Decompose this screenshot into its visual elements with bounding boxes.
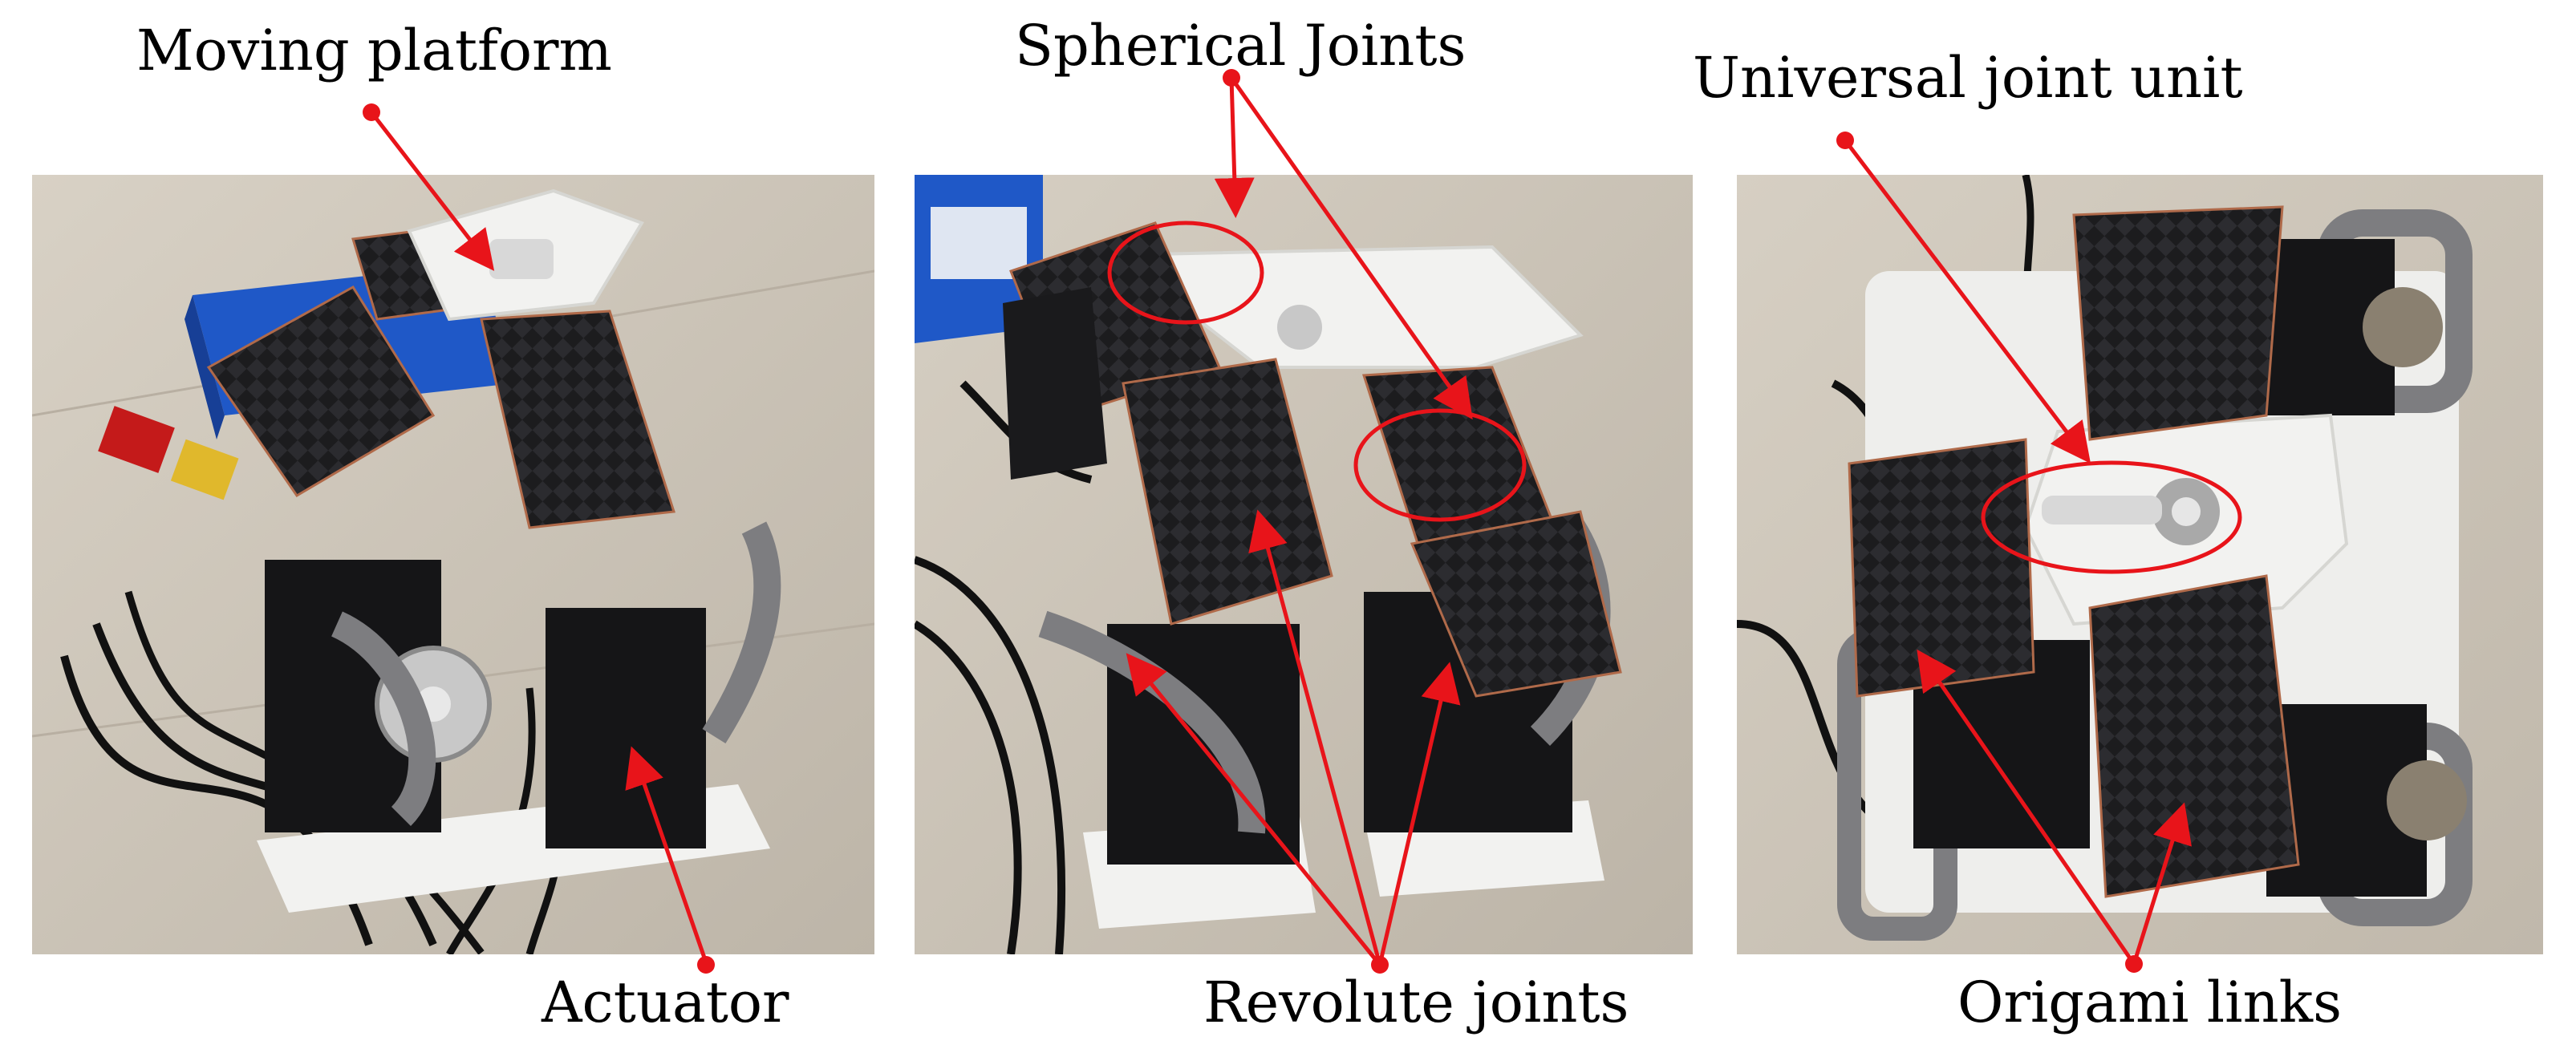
red-dot-universal-joint [1836, 132, 1854, 149]
photo-top-view-illustration [1737, 175, 2543, 954]
label-revolute-joints: Revolute joints [1203, 970, 1629, 1035]
label-origami-links: Origami links [1957, 970, 2342, 1035]
photo-front-view [915, 175, 1693, 954]
photo-front-view-illustration [915, 175, 1693, 954]
label-actuator: Actuator [542, 970, 789, 1035]
photo-side-view-illustration [32, 175, 874, 954]
red-dot-moving-platform [363, 103, 380, 121]
label-universal-joint-unit: Universal joint unit [1693, 45, 2243, 111]
label-moving-platform: Moving platform [136, 18, 612, 83]
label-spherical-joints: Spherical Joints [1015, 13, 1466, 79]
photo-side-view [32, 175, 874, 954]
photo-top-view [1737, 175, 2543, 954]
